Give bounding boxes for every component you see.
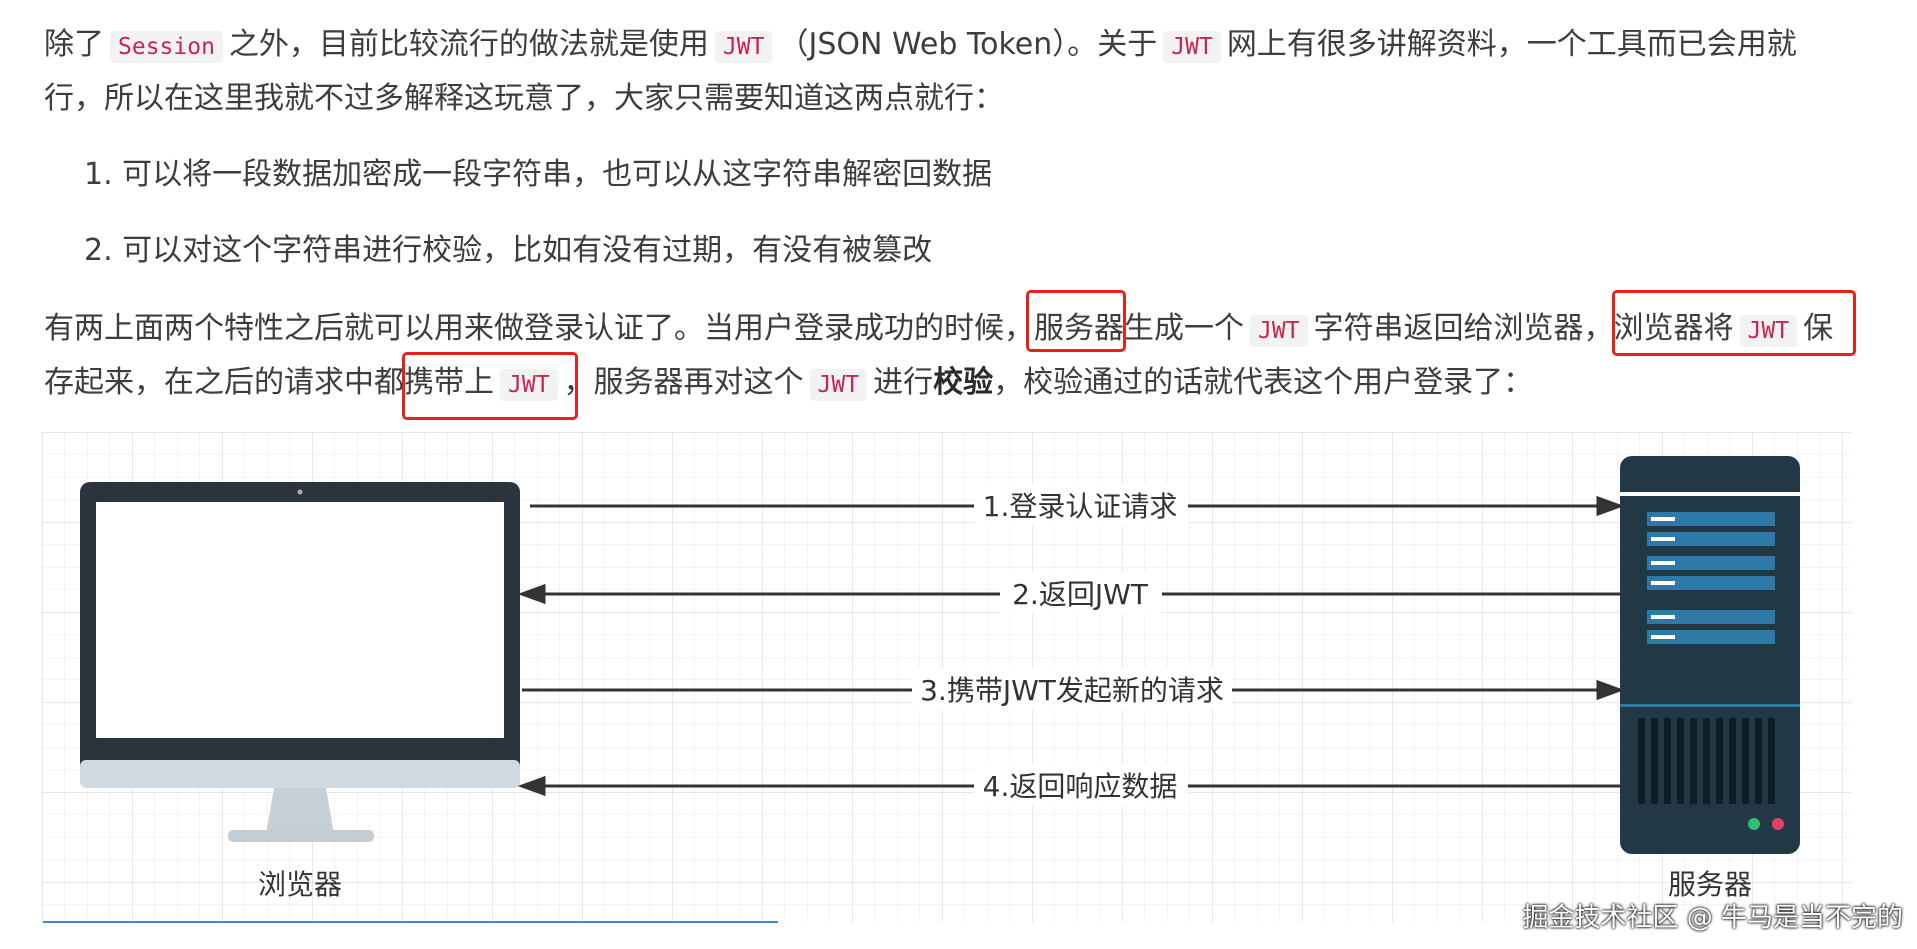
list-item: 2. 可以对这个字符串进行校验，比如有没有过期，有没有被篡改 <box>84 233 933 268</box>
text: 字符串返回给浏览器， <box>1313 311 1614 346</box>
diagram-server-label: 服务器 <box>1668 868 1752 901</box>
inline-code: JWT <box>809 369 868 401</box>
text: （JSON Web Token）。关于 <box>778 27 1158 62</box>
arrowhead-left <box>517 583 546 605</box>
inline-code: JWT <box>1250 315 1308 347</box>
arrowhead-right <box>1596 495 1625 517</box>
jwt-flow-diagram: 浏览器 服务器 <box>42 432 1852 922</box>
text: 保 <box>1803 311 1834 346</box>
paragraph-intro-line2: 行，所以在这里我就不过多解释这玩意了，大家只需要知道这两点就行： <box>44 81 1004 116</box>
inline-code: JWT <box>1739 315 1798 347</box>
inline-code: Session <box>110 31 223 63</box>
text-carry: 携带上 <box>404 365 494 400</box>
inline-code: JWT <box>500 369 558 401</box>
inline-code: JWT <box>714 31 773 63</box>
arrow-label-1: 1.登录认证请求 <box>983 490 1178 523</box>
arrow-label-2: 2.返回JWT <box>1012 578 1149 611</box>
arrowhead-right <box>1596 679 1625 701</box>
text: 存起来，在之后的请求中都 <box>44 365 404 400</box>
server-icon <box>1620 456 1800 854</box>
paragraph-auth-flow: 有两上面两个特性之后就可以用来做登录认证了。当用户登录成功的时候，服务器生成一个… <box>44 302 1874 358</box>
diagram-browser-label: 浏览器 <box>258 868 342 901</box>
text: 之外，目前比较流行的做法就是使用 <box>228 27 709 62</box>
arrow-label-3: 3.携带JWT发起新的请求 <box>920 674 1224 707</box>
text: 生成一个 <box>1124 311 1244 346</box>
text: ，校验通过的话就代表这个用户登录了： <box>993 365 1534 400</box>
arrow-label-4: 4.返回响应数据 <box>983 770 1178 803</box>
text: 有两上面两个特性之后就可以用来做登录认证了。当用户登录成功的时候， <box>44 311 1034 346</box>
text-server: 服务器 <box>1034 311 1124 346</box>
text-verify-bold: 校验 <box>933 365 994 400</box>
watermark: 掘金技术社区 @ 牛马是当不完的 <box>1522 903 1903 933</box>
text: ，服务器再对这个 <box>563 365 804 400</box>
text-browser-save: 浏览器将 <box>1613 311 1734 346</box>
arrowhead-left <box>517 775 546 797</box>
inline-code: JWT <box>1163 31 1221 63</box>
text: 网上有很多讲解资料，一个工具而已会用就 <box>1226 27 1797 62</box>
list-item: 1. 可以将一段数据加密成一段字符串，也可以从这字符串解密回数据 <box>84 157 993 192</box>
text: 进行 <box>873 365 934 400</box>
monitor-icon <box>80 482 520 842</box>
text: 除了 <box>44 27 104 62</box>
link-underline <box>43 921 778 923</box>
